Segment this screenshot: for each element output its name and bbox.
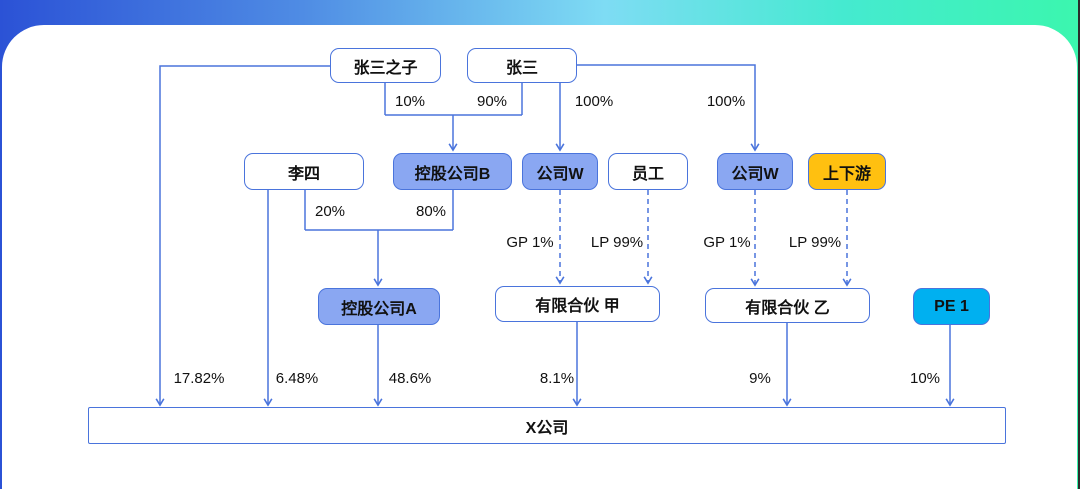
edge-label-20pct: 20%	[314, 203, 346, 220]
edge-label-10pct: 10%	[394, 93, 426, 110]
window-right-edge	[1078, 0, 1080, 489]
node-pe1: PE 1	[913, 288, 990, 325]
node-employee: 员工	[608, 153, 688, 190]
edge-label-lp99-left: LP 99%	[590, 234, 644, 251]
edge-label-100pct-left: 100%	[574, 93, 614, 110]
edge-label-9pct: 9%	[749, 370, 771, 387]
node-zhangsan: 张三	[467, 48, 577, 83]
edge-label-gp1-right: GP 1%	[703, 234, 751, 251]
edge-zhangsan-to-company-w2	[577, 64, 760, 152]
node-lisi: 李四	[244, 153, 364, 190]
edge-label-17-82pct: 17.82%	[173, 370, 225, 387]
edge-label-8-1pct: 8.1%	[539, 370, 575, 387]
node-company-w-2: 公司W	[717, 153, 793, 190]
edge-label-gp1-left: GP 1%	[506, 234, 554, 251]
edge-son-to-x	[155, 65, 330, 407]
edge-label-lp99-right: LP 99%	[788, 234, 842, 251]
edge-label-10pct-bottom: 10%	[909, 370, 941, 387]
node-limited-partnership-yi: 有限合伙 乙	[705, 288, 870, 323]
edge-label-100pct-right: 100%	[706, 93, 746, 110]
node-limited-partnership-jia: 有限合伙 甲	[495, 286, 660, 322]
node-zhangsanzhizi: 张三之子	[330, 48, 441, 83]
node-company-w-1: 公司W	[522, 153, 598, 190]
node-x-company: X公司	[88, 407, 1006, 444]
node-upstream-downstream: 上下游	[808, 153, 886, 190]
node-holding-company-b: 控股公司B	[393, 153, 512, 190]
edge-label-6-48pct: 6.48%	[275, 370, 319, 387]
edge-label-90pct: 90%	[476, 93, 508, 110]
edge-label-48-6pct: 48.6%	[388, 370, 432, 387]
edge-label-80pct: 80%	[415, 203, 447, 220]
node-holding-company-a: 控股公司A	[318, 288, 440, 325]
